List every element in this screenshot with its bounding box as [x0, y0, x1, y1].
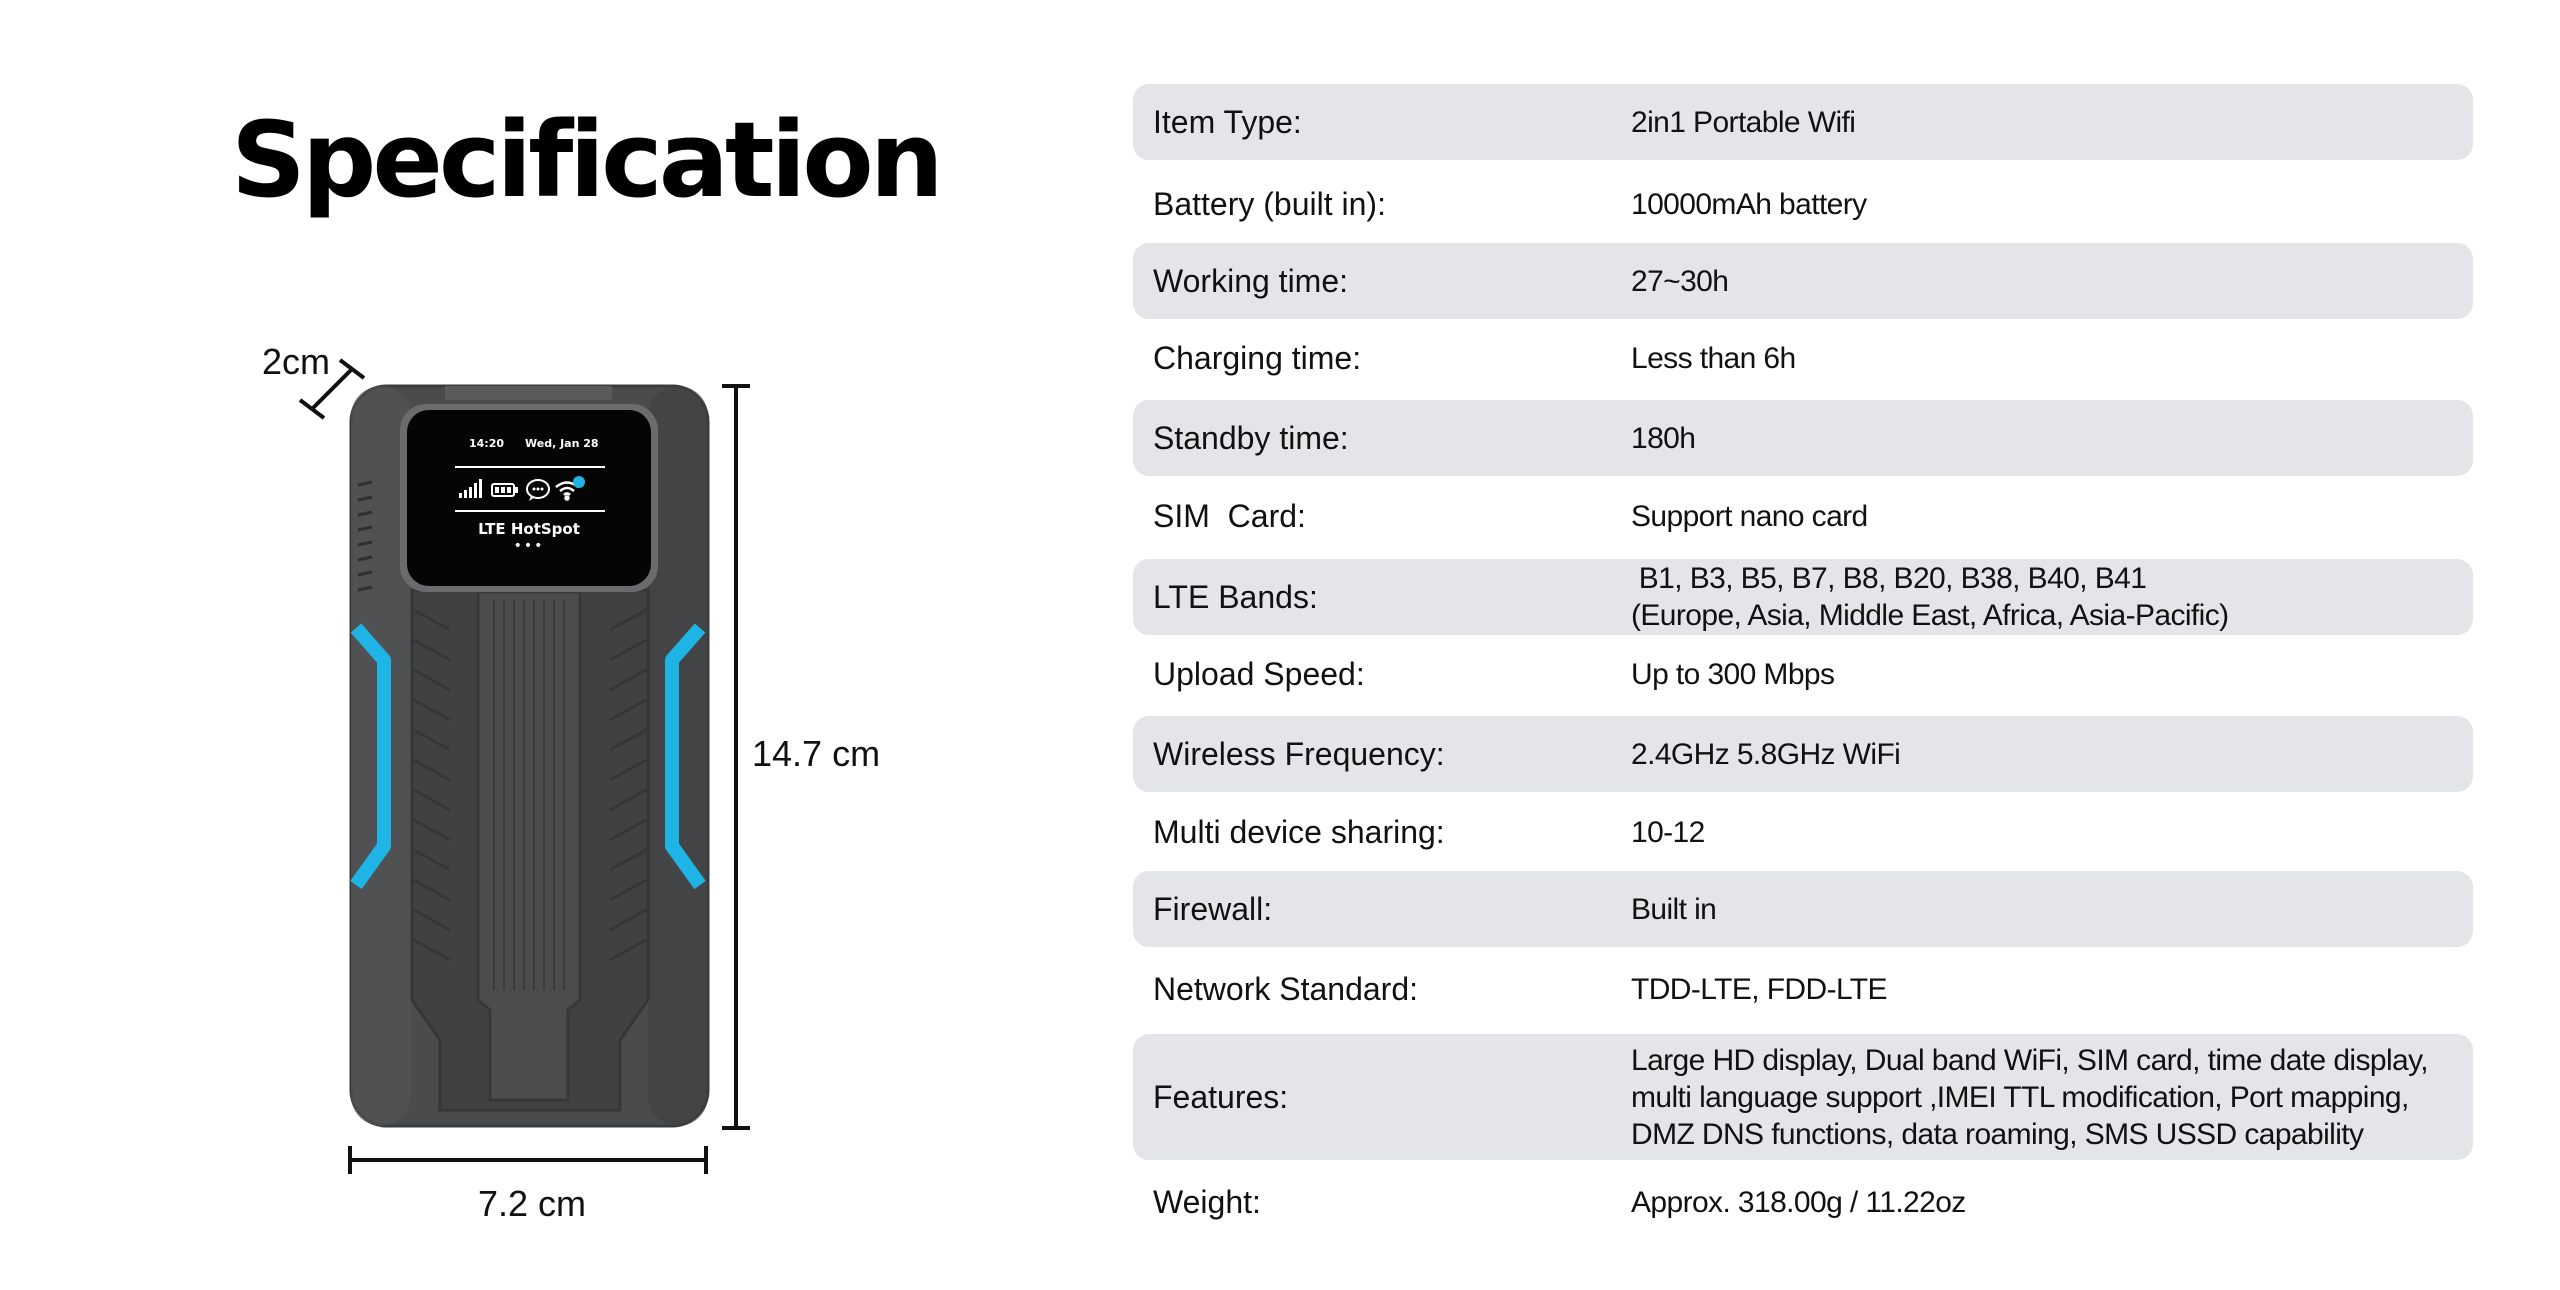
spec-value: Approx. 318.00g / 11.22oz: [1631, 1184, 1966, 1221]
width-label: 7.2 cm: [478, 1183, 587, 1224]
spec-label: Wireless Frequency:: [1153, 735, 1445, 772]
screen-divider-top: [455, 466, 605, 468]
wifi-icon: [555, 476, 585, 501]
spec-value: TDD-LTE, FDD-LTE: [1631, 971, 1888, 1008]
spec-value: 10000mAh battery: [1631, 186, 1867, 223]
signal-icon: [459, 479, 482, 498]
spec-row: Network Standard: TDD-LTE, FDD-LTE: [1133, 951, 2473, 1027]
battery-icon: [491, 483, 518, 497]
spec-value-line: Support nano card: [1631, 499, 1868, 533]
spec-value-line: 10000mAh battery: [1631, 187, 1867, 221]
spec-label: Charging time:: [1153, 339, 1362, 376]
spec-value: Less than 6h: [1631, 340, 1796, 377]
spec-value: 2.4GHz 5.8GHz WiFi: [1631, 736, 1901, 773]
spec-value: Large HD display, Dual band WiFi, SIM ca…: [1631, 1042, 2429, 1153]
spec-value: Up to 300 Mbps: [1631, 656, 1835, 693]
spec-value-line: TDD-LTE, FDD-LTE: [1631, 972, 1888, 1006]
spec-row: SIM Card: Support nano card: [1133, 478, 2473, 554]
height-indicator: [722, 384, 750, 1130]
spec-label: Features:: [1153, 1078, 1289, 1115]
page-title: Specification: [231, 99, 944, 221]
screen-dots: •••: [513, 538, 545, 554]
device-illustration: 14:20 Wed, Jan 28: [0, 0, 1000, 1285]
screen-time: 14:20: [469, 437, 505, 450]
spec-value: 27~30h: [1631, 263, 1729, 300]
screen-label: LTE HotSpot: [478, 520, 580, 538]
spec-label: Working time:: [1153, 262, 1349, 299]
spec-value-line: 10-12: [1631, 815, 1705, 849]
spec-row: LTE Bands: B1, B3, B5, B7, B8, B20, B38,…: [1133, 559, 2473, 635]
spec-value: Support nano card: [1631, 498, 1868, 535]
spec-row: Standby time: 180h: [1133, 400, 2473, 476]
spec-value: B1, B3, B5, B7, B8, B20, B38, B40, B41 (E…: [1631, 560, 2229, 634]
spec-value-line: 180h: [1631, 421, 1696, 455]
spec-row: Multi device sharing: 10-12: [1133, 794, 2473, 870]
spec-label: SIM Card:: [1153, 497, 1306, 534]
spec-value-line: Approx. 318.00g / 11.22oz: [1631, 1185, 1966, 1219]
spec-value-line: B1, B3, B5, B7, B8, B20, B38, B40, B41: [1631, 562, 2147, 595]
screen-date: Wed, Jan 28: [525, 437, 599, 450]
spec-value-line: Less than 6h: [1631, 341, 1796, 375]
spec-value-line: multi language support ,IMEI TTL modific…: [1631, 1080, 2409, 1114]
depth-label: 2cm: [262, 341, 331, 382]
spec-label: Network Standard:: [1153, 970, 1419, 1007]
depth-indicator: [298, 358, 366, 420]
spec-label: Item Type:: [1153, 103, 1302, 140]
width-indicator: [348, 1146, 708, 1174]
device-body: [349, 384, 710, 1128]
height-label: 14.7 cm: [752, 733, 881, 774]
spec-value-line: 27~30h: [1631, 264, 1729, 298]
spec-label: Battery (built in):: [1153, 185, 1386, 222]
spec-row: Wireless Frequency: 2.4GHz 5.8GHz WiFi: [1133, 716, 2473, 792]
spec-value-line: Large HD display, Dual band WiFi, SIM ca…: [1631, 1043, 2429, 1077]
spec-label: Weight:: [1153, 1183, 1261, 1220]
spec-label: Upload Speed:: [1153, 655, 1365, 692]
spec-value-line: 2.4GHz 5.8GHz WiFi: [1631, 737, 1901, 771]
device-svg: [298, 358, 750, 1174]
spec-label: Standby time:: [1153, 419, 1349, 456]
spec-row: Working time: 27~30h: [1133, 243, 2473, 319]
screen-icon-row: [455, 476, 615, 502]
spec-value: 10-12: [1631, 814, 1705, 851]
spec-row: Charging time: Less than 6h: [1133, 320, 2473, 396]
spec-value-line: Built in: [1631, 892, 1717, 926]
spec-label: LTE Bands:: [1153, 578, 1318, 615]
spec-label: Multi device sharing:: [1153, 813, 1445, 850]
spec-row: Upload Speed: Up to 300 Mbps: [1133, 636, 2473, 712]
spec-row: Battery (built in): 10000mAh battery: [1133, 166, 2473, 242]
spec-row: Firewall: Built in: [1133, 871, 2473, 947]
screen-divider-bottom: [455, 510, 605, 512]
spec-value-line: Up to 300 Mbps: [1631, 657, 1835, 691]
spec-value-line: DMZ DNS functions, data roaming, SMS USS…: [1631, 1117, 2364, 1151]
message-icon: [526, 479, 550, 501]
device-screen: 14:20 Wed, Jan 28: [407, 410, 651, 586]
spec-value-line: 2in1 Portable Wifi: [1631, 105, 1856, 139]
spec-row: Item Type: 2in1 Portable Wifi: [1133, 84, 2473, 160]
spec-row: Features: Large HD display, Dual band WiF…: [1133, 1034, 2473, 1160]
spec-value: 2in1 Portable Wifi: [1631, 104, 1856, 141]
spec-row: Weight: Approx. 318.00g / 11.22oz: [1133, 1164, 2473, 1240]
spec-value: Built in: [1631, 891, 1717, 928]
spec-value-line: (Europe, Asia, Middle East, Africa, Asia…: [1631, 599, 2229, 632]
spec-label: Firewall:: [1153, 890, 1273, 927]
spec-value: 180h: [1631, 420, 1696, 457]
